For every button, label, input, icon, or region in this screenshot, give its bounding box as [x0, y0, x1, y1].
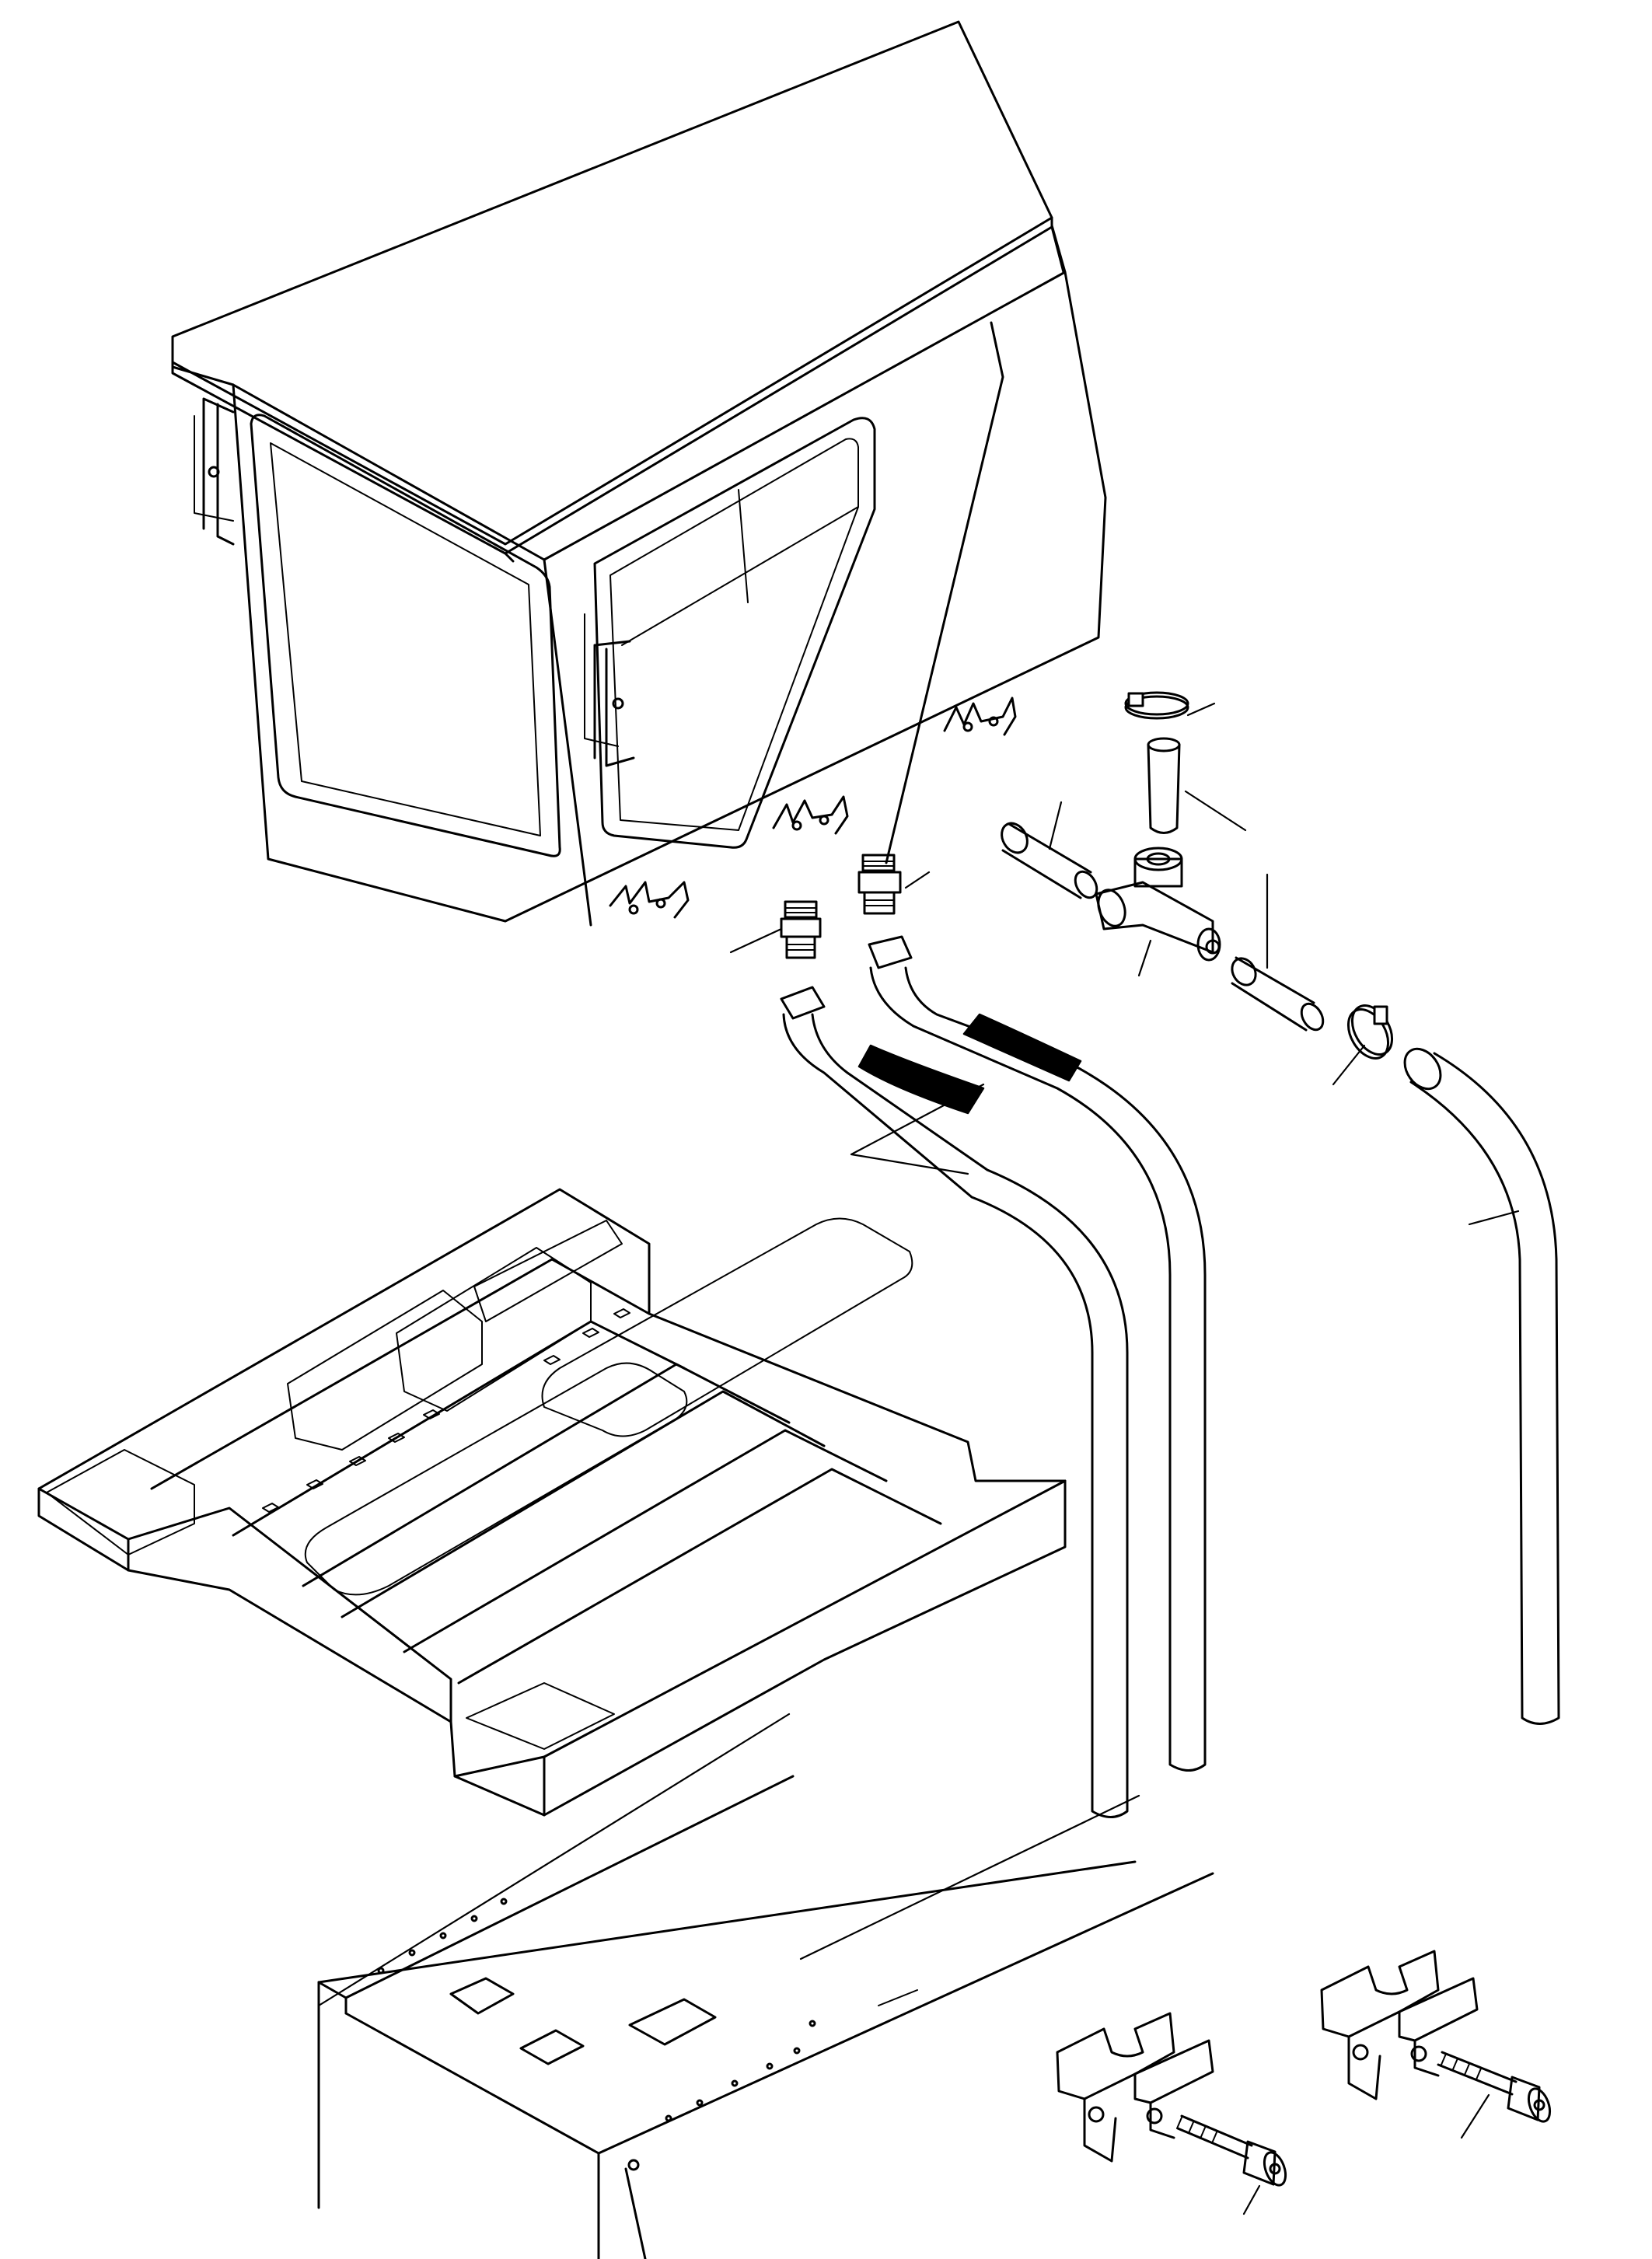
- braided-hose: [780, 986, 1129, 1818]
- cab-bracket: [609, 881, 690, 919]
- callout-leader: [729, 927, 783, 954]
- callout-leader: [1332, 1044, 1366, 1086]
- callout-leader: [1186, 702, 1216, 717]
- callout-leader: [799, 1794, 1140, 1960]
- socket-bolt: [1176, 2114, 1287, 2187]
- tank-body: [317, 1775, 1214, 2259]
- callout-leader: [1468, 1210, 1520, 1226]
- short-tube: [1231, 956, 1325, 1032]
- callout-leader: [1242, 2184, 1261, 2215]
- short-tube: [1001, 822, 1098, 899]
- callout-leader: [904, 871, 931, 889]
- callout-leader: [1460, 2093, 1490, 2139]
- braided-hose: [868, 935, 1207, 1772]
- callout-leaders: [317, 702, 1520, 2215]
- cab-bracket: [772, 795, 849, 835]
- split-clamp: [1320, 1950, 1479, 2100]
- callout-leader: [1137, 939, 1152, 977]
- bent-hose: [1403, 1047, 1560, 1725]
- adapter-fitting: [780, 900, 822, 959]
- callout-leader: [1048, 801, 1063, 850]
- split-clamp: [1056, 2012, 1214, 2163]
- floor-frame: [37, 1188, 1067, 1817]
- callout-leader: [1184, 790, 1247, 832]
- cab-bracket: [943, 697, 1017, 736]
- hose-clamp: [1124, 691, 1189, 720]
- socket-bolt: [1437, 2051, 1552, 2123]
- hose-clamp: [1346, 1004, 1394, 1060]
- short-tube: [1147, 737, 1181, 834]
- tee-fitting: [1095, 847, 1221, 962]
- cab: [171, 20, 1107, 927]
- callout-leader: [850, 1083, 985, 1175]
- callout-leader: [317, 1713, 791, 2007]
- adapter-fitting: [857, 854, 902, 915]
